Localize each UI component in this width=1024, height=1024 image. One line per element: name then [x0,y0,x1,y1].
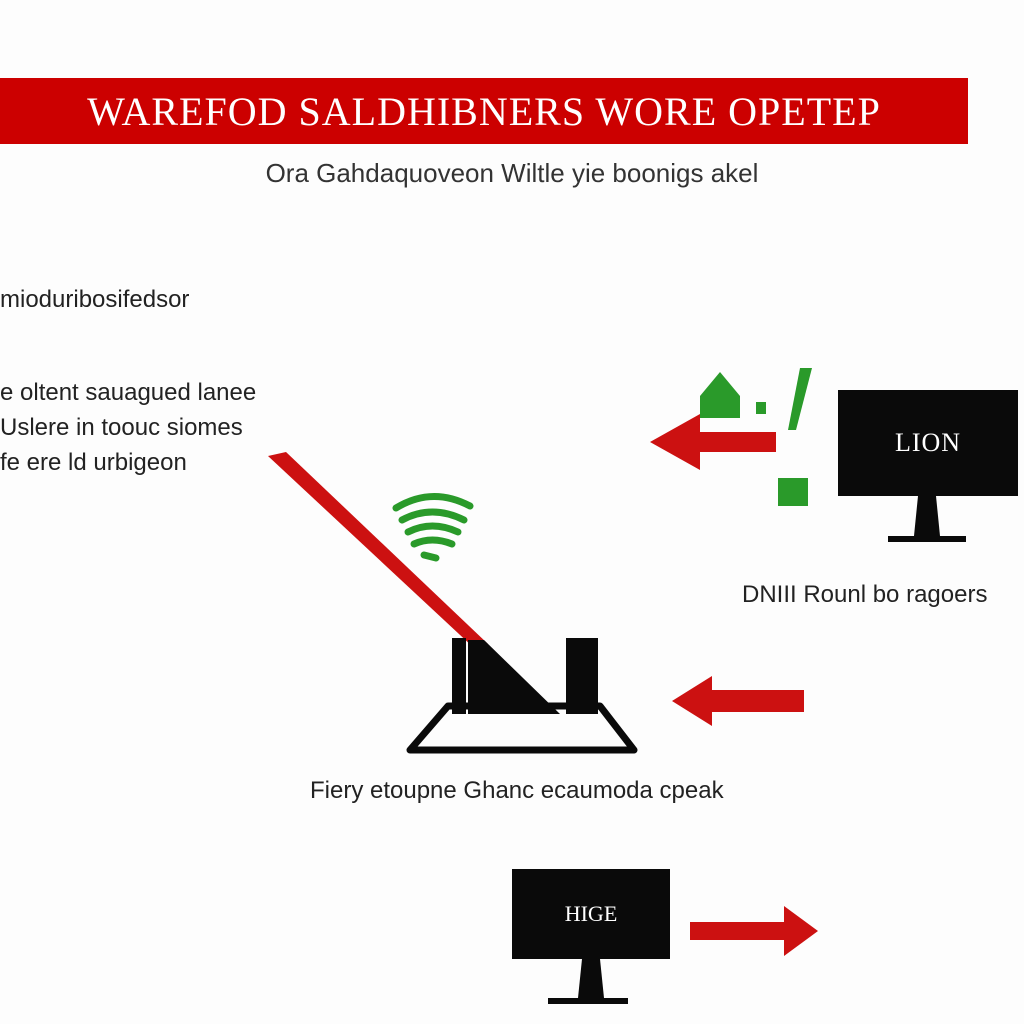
right-caption: DNIII Rounl bo ragoers [742,581,988,608]
arrow-right-bottom-icon [690,906,818,956]
arrow-left-top-icon [650,414,776,470]
subtitle: Ora Gahdaquoveon Wiltle yie boonigs akel [265,158,759,188]
wifi-signal-icon [392,493,474,562]
arrow-left-middle-icon [672,676,804,726]
router-device-icon [406,638,638,754]
monitor-bottom-text: HIGE [564,901,618,926]
title-banner: WAREFOD SALDHIBNERS WORE OPETEP [0,78,968,144]
monitor-top-screen: LION [838,390,1018,496]
left-top-label: mioduribosifedsor [0,286,190,313]
banner-title: WAREFOD SALDHIBNERS WORE OPETEP [87,88,881,134]
monitor-bottom-stand [548,959,628,1004]
left-label-line-2: Uslere in toouc siomes [0,413,243,441]
monitor-top-text: LION [894,428,962,457]
green-tag-icon [700,368,812,506]
monitor-top-stand [888,496,966,542]
left-label-line-3: fe ere ld urbigeon [0,448,187,476]
monitor-bottom-screen: HIGE [512,869,670,959]
left-label-block: e oltent sauagued lanee Uslere in toouc … [0,376,256,480]
red-beam [268,452,488,648]
left-label-line-1: e oltent sauagued lanee [0,379,257,406]
center-caption: Fiery etoupne Ghanc ecaumoda cpeak [310,777,724,804]
